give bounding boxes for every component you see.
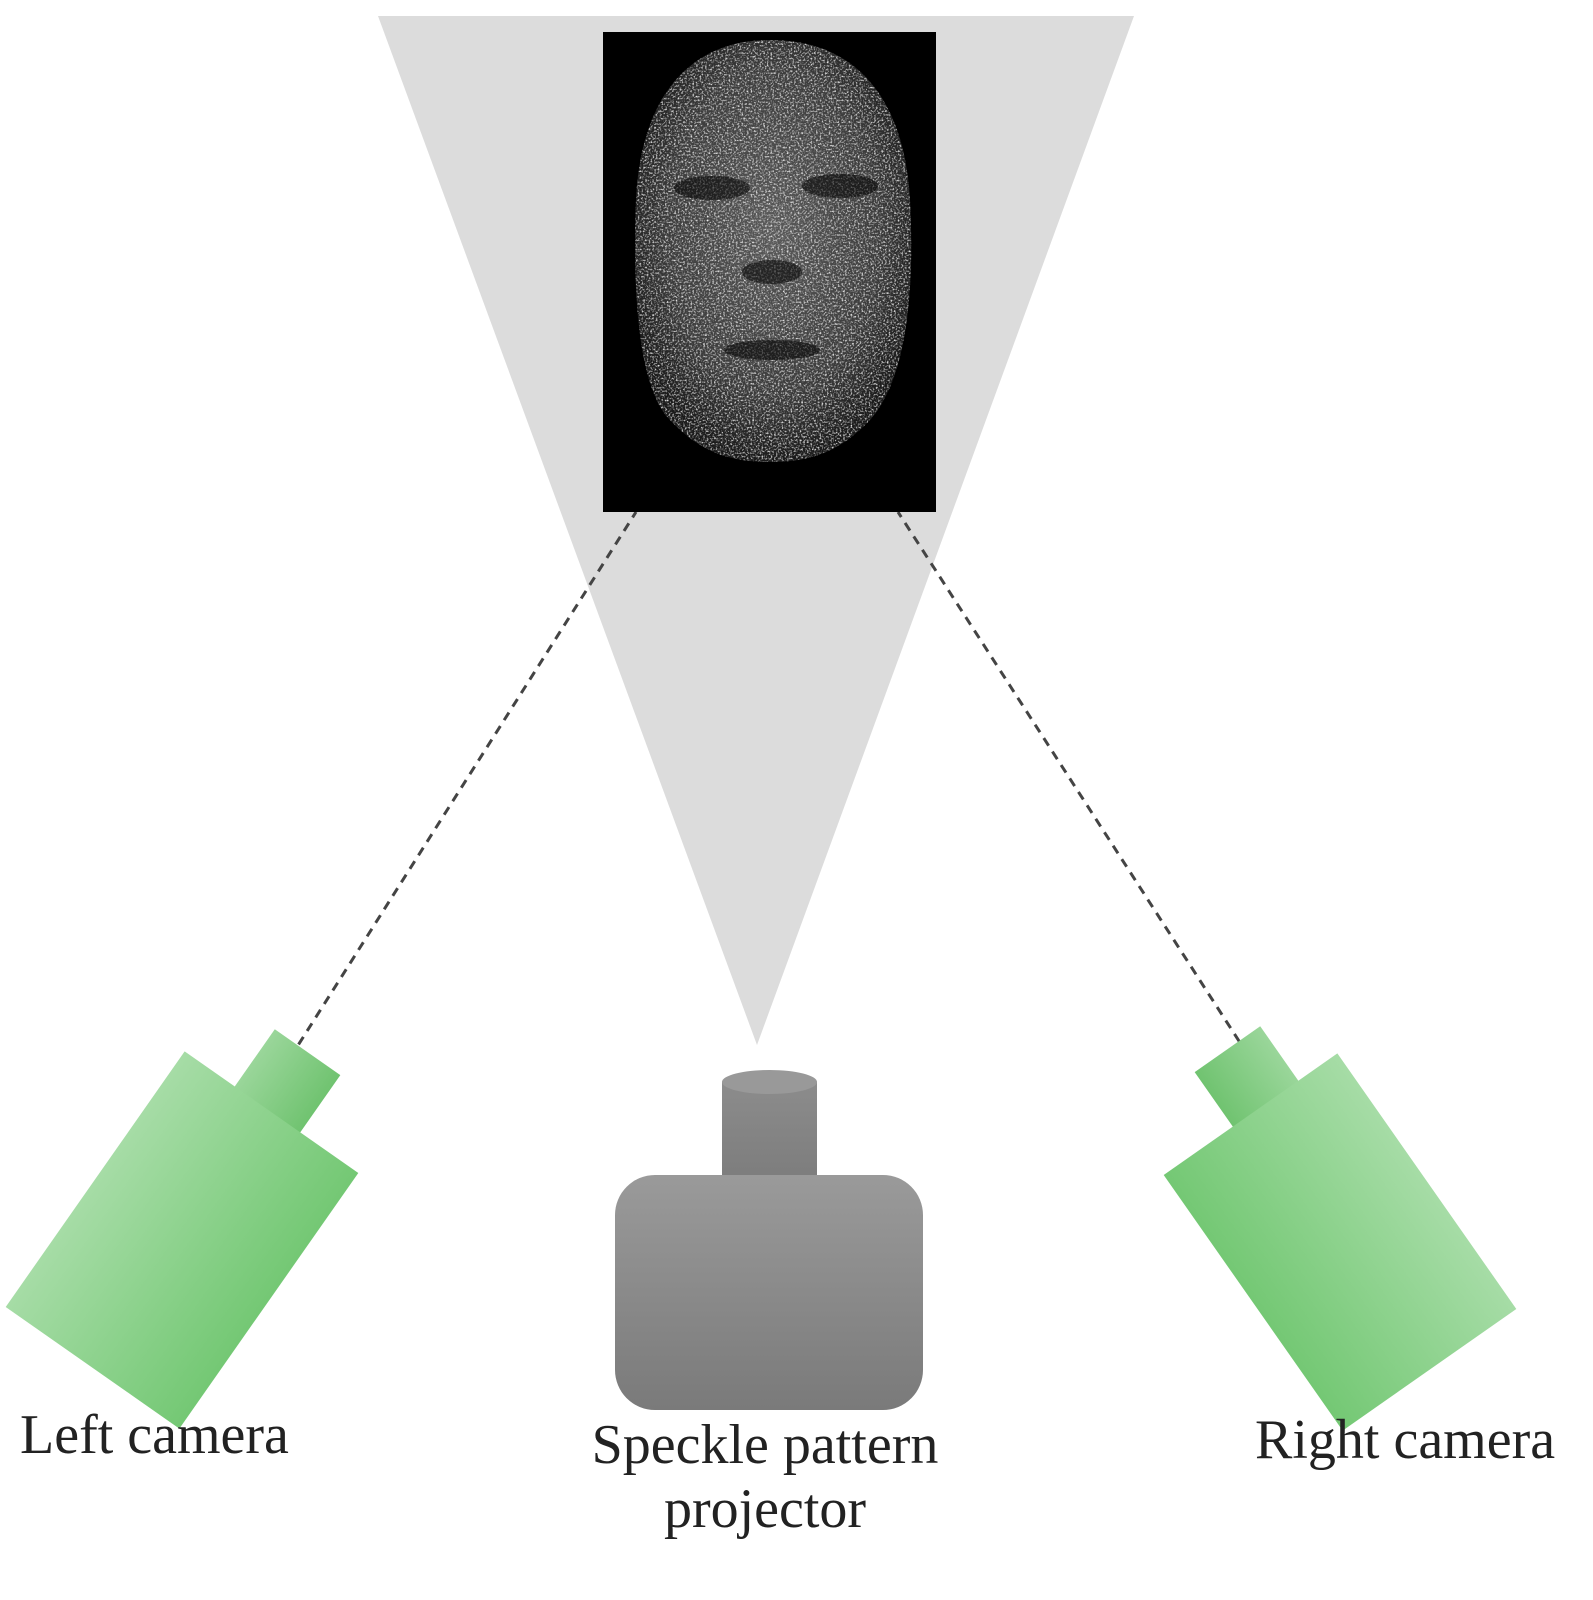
right-camera-label: Right camera xyxy=(1255,1409,1556,1471)
right-camera-icon xyxy=(1163,1026,1517,1431)
speckle-face-image xyxy=(603,32,936,512)
left-camera-label: Left camera xyxy=(20,1404,289,1466)
left-camera-icon xyxy=(5,1029,359,1429)
projector-icon xyxy=(615,1070,923,1410)
left-camera-sightline xyxy=(288,511,638,1059)
projection-beam xyxy=(378,16,1134,1045)
projector-label: Speckle pattern projector xyxy=(591,1414,939,1540)
right-camera-sightline xyxy=(896,511,1250,1056)
